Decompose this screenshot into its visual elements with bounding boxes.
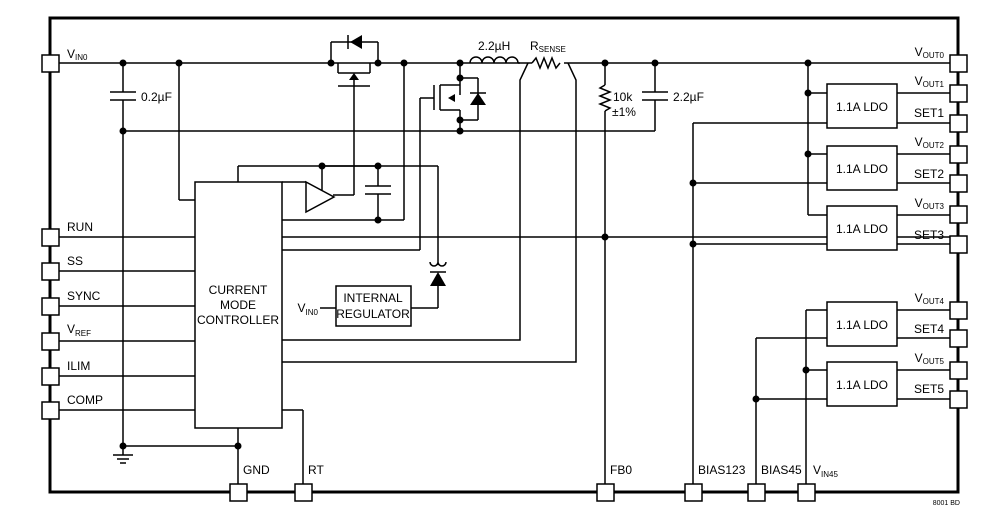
label-run: RUN — [67, 220, 93, 234]
pin-vout2[interactable] — [949, 145, 968, 164]
ldo-5-label: 1.1A LDO — [836, 378, 888, 392]
label-set4: SET4 — [914, 322, 944, 336]
ldo-2-label: 1.1A LDO — [836, 162, 888, 176]
pin-vin45[interactable] — [797, 483, 816, 502]
pin-bias45[interactable] — [747, 483, 766, 502]
pin-vout4[interactable] — [949, 301, 968, 320]
label-rt: RT — [308, 463, 324, 477]
ldo-3-label: 1.1A LDO — [836, 222, 888, 236]
label-vout3: VOUT3 — [915, 196, 945, 211]
ldo-1: 1.1A LDO — [826, 83, 898, 129]
pin-rt[interactable] — [294, 483, 313, 502]
right-pins — [949, 54, 968, 409]
pin-bias123[interactable] — [684, 483, 703, 502]
cap-out-label: 2.2µF — [673, 90, 704, 104]
pin-gnd[interactable] — [229, 483, 248, 502]
wiring — [50, 35, 958, 484]
label-set1: SET1 — [914, 106, 944, 120]
pin-ilim[interactable] — [41, 367, 60, 386]
label-set3: SET3 — [914, 228, 944, 242]
label-bias123: BIAS123 — [698, 463, 746, 477]
label-vout1: VOUT1 — [915, 74, 945, 89]
ldo-3: 1.1A LDO — [826, 205, 898, 251]
ldo-4-label: 1.1A LDO — [836, 318, 888, 332]
pin-set2[interactable] — [949, 174, 968, 193]
pin-set4[interactable] — [949, 329, 968, 348]
label-vout0: VOUT0 — [915, 45, 945, 60]
res-fb-value-label: 10k — [613, 90, 633, 104]
label-set2: SET2 — [914, 167, 944, 181]
pin-fb0[interactable] — [596, 483, 615, 502]
pin-vin0[interactable] — [41, 54, 60, 73]
ldo-2: 1.1A LDO — [826, 145, 898, 191]
junction-dots — [119, 59, 812, 450]
label-ss: SS — [67, 254, 83, 268]
figure-code: 8001 BD — [933, 500, 960, 507]
regulator-line-1: INTERNAL — [343, 291, 403, 305]
label-sync: SYNC — [67, 289, 101, 303]
chip-outline — [48, 16, 960, 494]
pin-vout1[interactable] — [949, 84, 968, 103]
bottom-pins — [229, 483, 816, 502]
label-comp: COMP — [67, 393, 103, 407]
pin-run[interactable] — [41, 228, 60, 247]
regulator-line-2: REGULATOR — [336, 307, 410, 321]
label-ilim: ILIM — [67, 359, 90, 373]
pin-comp[interactable] — [41, 401, 60, 420]
pin-sync[interactable] — [41, 297, 60, 316]
pin-set3[interactable] — [949, 235, 968, 254]
pin-set1[interactable] — [949, 114, 968, 133]
pin-vout0[interactable] — [949, 54, 968, 73]
pin-set5[interactable] — [949, 390, 968, 409]
label-vout2: VOUT2 — [915, 135, 945, 150]
left-pins — [41, 54, 60, 420]
pin-vout3[interactable] — [949, 205, 968, 224]
controller-line-3: CONTROLLER — [197, 313, 279, 327]
regulator-block — [335, 285, 412, 327]
regulator-input-label: VIN0 — [298, 301, 319, 317]
label-vout4: VOUT4 — [915, 291, 945, 306]
label-vout5: VOUT5 — [915, 351, 945, 366]
ldo-1-label: 1.1A LDO — [836, 100, 888, 114]
rsense-label: RSENSE — [530, 39, 566, 54]
ldo-5: 1.1A LDO — [826, 361, 898, 407]
controller-block — [194, 181, 283, 429]
ldo-4: 1.1A LDO — [826, 301, 898, 347]
label-vref: VREF — [67, 322, 91, 338]
res-fb-tolerance-label: ±1% — [612, 105, 636, 119]
label-vin0: VIN0 — [67, 47, 88, 62]
cap-in-label: 0.2µF — [141, 90, 172, 104]
inductor-label: 2.2µH — [478, 39, 510, 53]
controller-line-1: CURRENT — [209, 283, 268, 297]
label-vin45: VIN45 — [813, 463, 838, 479]
label-fb0: FB0 — [610, 463, 632, 477]
controller-line-2: MODE — [220, 298, 256, 312]
pin-vref[interactable] — [41, 332, 60, 351]
label-gnd: GND — [243, 463, 270, 477]
pin-vout5[interactable] — [949, 361, 968, 380]
label-set5: SET5 — [914, 382, 944, 396]
label-bias45: BIAS45 — [761, 463, 802, 477]
pin-ss[interactable] — [41, 262, 60, 281]
